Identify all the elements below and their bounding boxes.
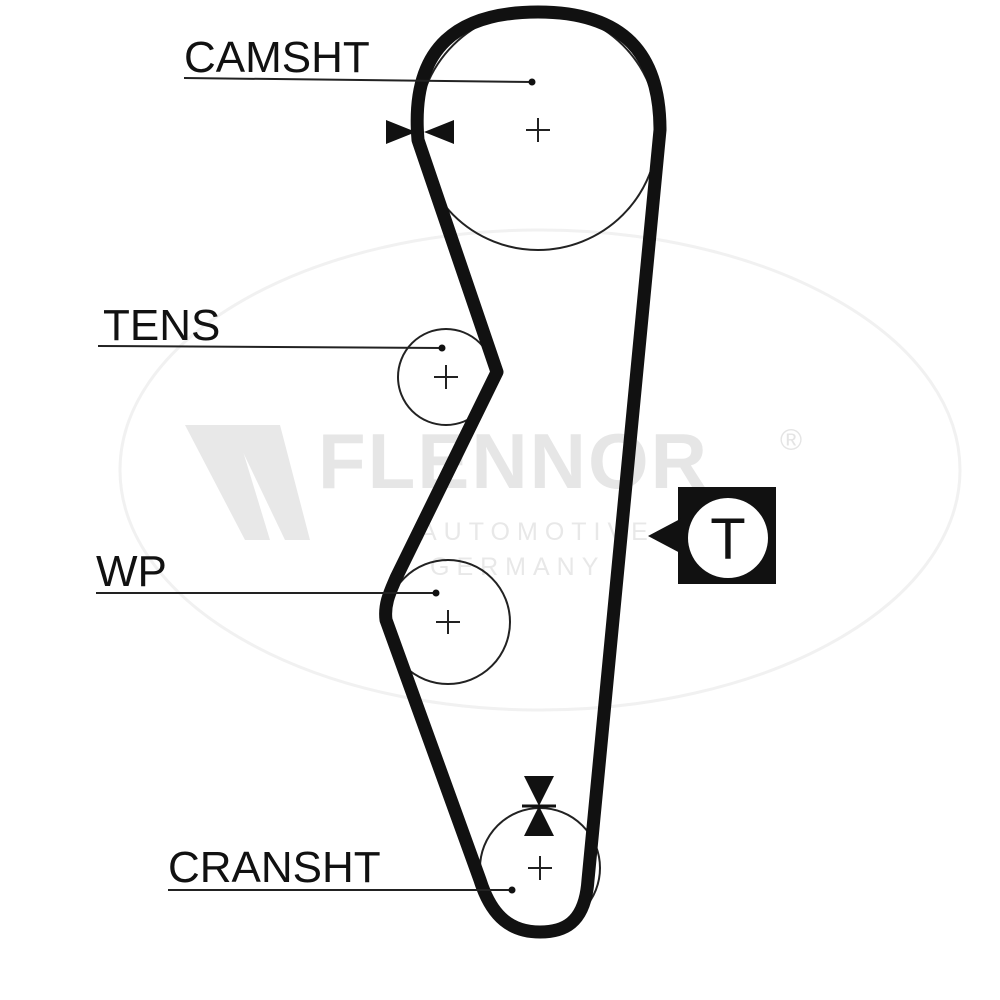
pulley-centers xyxy=(434,118,552,880)
water-pump-dot xyxy=(432,589,440,597)
watermark-registered: ® xyxy=(780,424,802,457)
tensioner-dot xyxy=(438,344,446,352)
bowtie-arrow-icon xyxy=(386,116,454,150)
water-pump-label: WP xyxy=(96,547,167,596)
tensioner-leader xyxy=(97,345,443,349)
leader-lines xyxy=(96,77,533,891)
camshaft-dot xyxy=(528,78,536,86)
tensioner-t-icon: T xyxy=(648,487,776,584)
watermark-ellipse xyxy=(118,228,962,712)
watermark-brand: FLENNOR xyxy=(318,417,709,505)
crankshaft-center-icon xyxy=(528,856,552,880)
tensioner-center-icon xyxy=(434,365,458,389)
crankshaft-dot xyxy=(508,886,516,894)
camshaft-center-icon xyxy=(526,118,550,142)
timing-belt xyxy=(379,5,667,939)
camshaft-label: CAMSHT xyxy=(184,33,370,82)
tensioner-symbol: T xyxy=(710,507,745,572)
hourglass-arrow-icon xyxy=(522,776,556,836)
camshaft-leader xyxy=(183,77,533,83)
tensioner-label: TENS xyxy=(103,301,220,350)
watermark-line1: AUTOMOTIVE xyxy=(420,518,655,546)
crankshaft-label: CRANSHT xyxy=(168,843,381,892)
watermark-logo-icon xyxy=(185,425,310,540)
watermark-line2: GERMANY xyxy=(430,553,605,581)
leader-dots xyxy=(432,78,536,894)
water-pump-center-icon xyxy=(436,610,460,634)
watermark: FLENNOR ® AUTOMOTIVE GERMANY xyxy=(118,228,962,712)
